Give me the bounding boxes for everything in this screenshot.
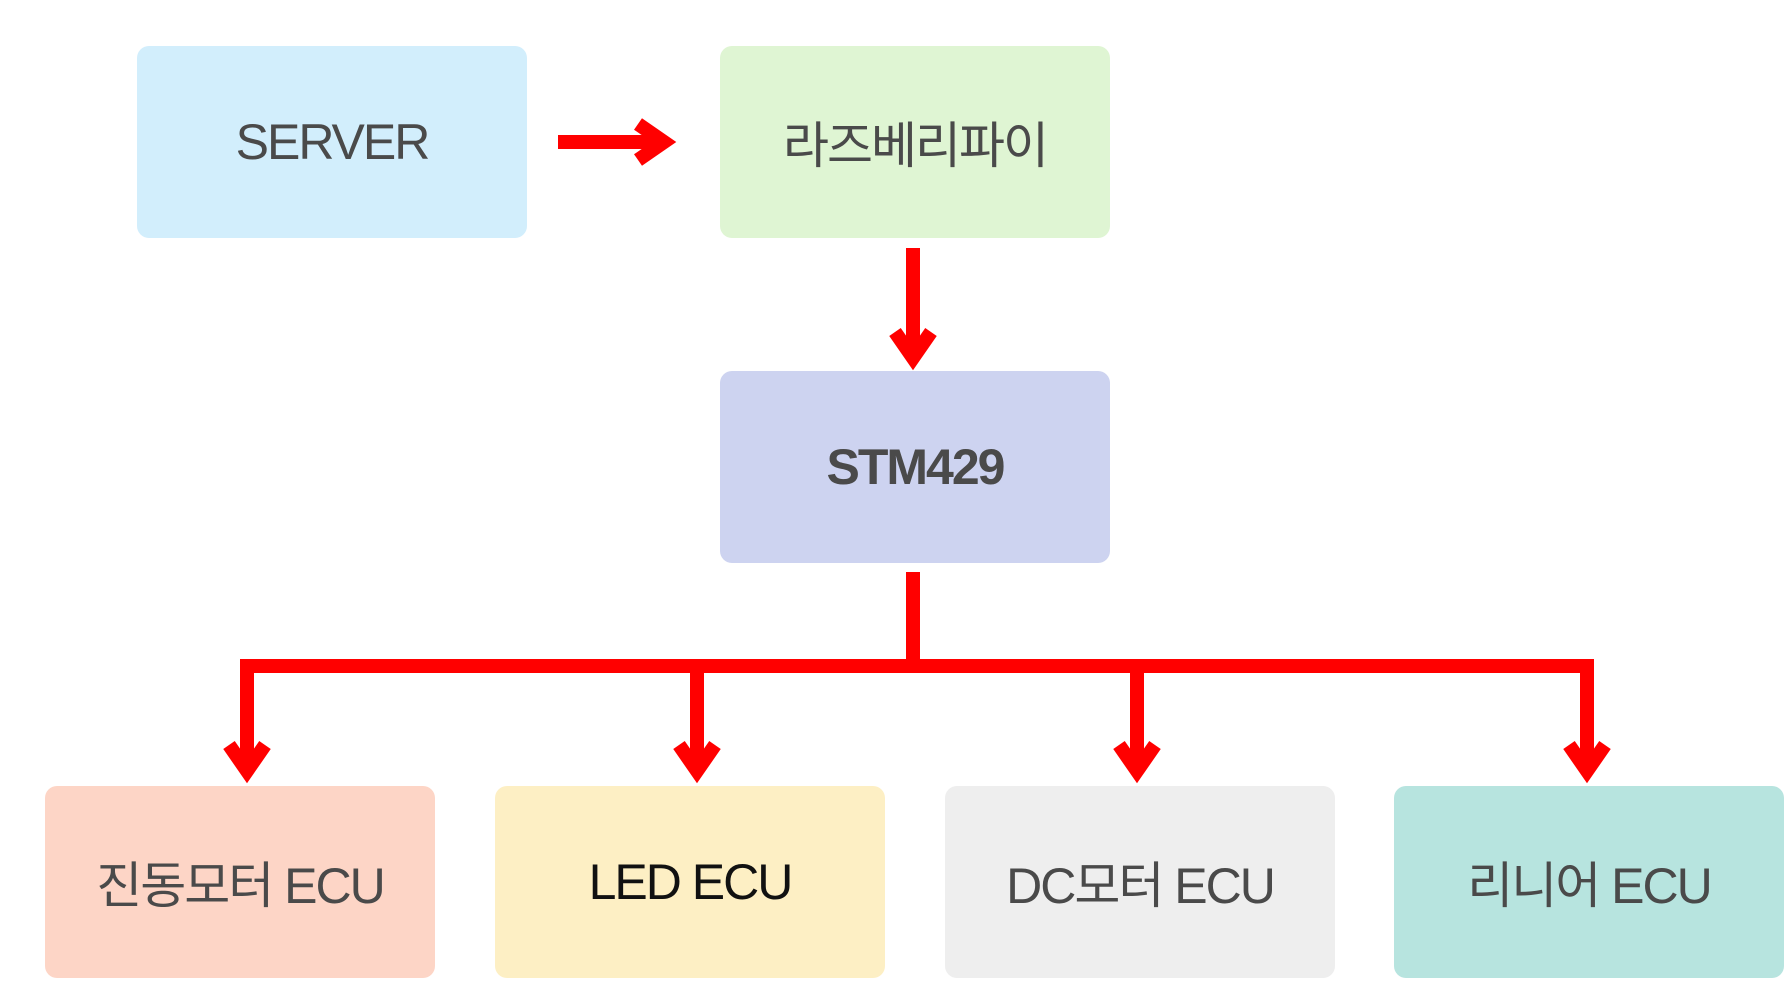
node-led-ecu-label: LED ECU [588,854,794,910]
arrow-head-led-ecu [673,741,721,784]
node-linear-ecu-label: 리니어 ECU [1467,858,1712,914]
arrow-head-linear-ecu [1563,741,1611,784]
node-raspberry-pi-label: 라즈베리파이 [783,118,1049,174]
node-server-label: SERVER [235,114,431,170]
node-raspberry-pi: 라즈베리파이 [720,46,1110,238]
node-server: SERVER [137,46,527,238]
node-vibration-motor-ecu: 진동모터 ECU [45,786,435,978]
arrow-head-vibration-ecu [223,741,271,784]
node-dc-motor-ecu-label: DC모터 ECU [1006,858,1276,914]
arrows [223,118,1611,784]
node-stm429: STM429 [720,371,1110,563]
arrow-head-dc-ecu [1113,741,1161,784]
node-linear-ecu: 리니어 ECU [1394,786,1784,978]
node-dc-motor-ecu: DC모터 ECU [945,786,1335,978]
arrow-head-server-to-raspberry [634,118,677,166]
node-stm429-label: STM429 [826,439,1006,495]
node-vibration-motor-ecu-label: 진동모터 ECU [96,858,385,914]
arrow-head-raspberry-to-stm [889,328,937,371]
node-led-ecu: LED ECU [495,786,885,978]
